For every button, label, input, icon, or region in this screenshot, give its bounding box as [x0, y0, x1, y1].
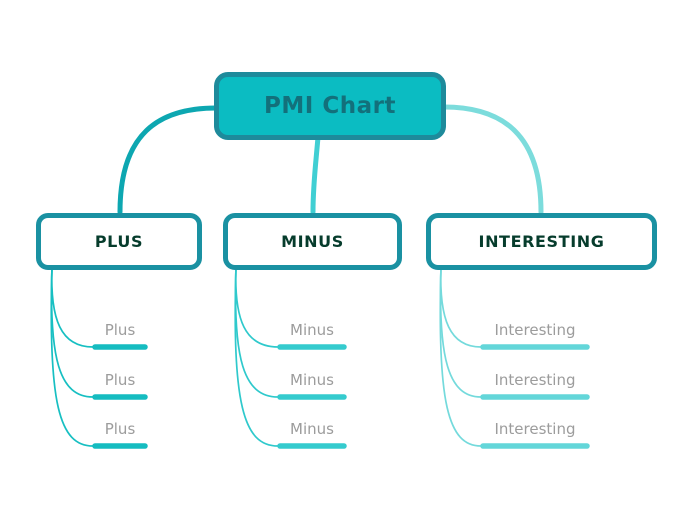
branch-minus-label: MINUS — [281, 232, 344, 251]
leaf-plus-1[interactable]: Plus — [104, 321, 136, 339]
connector-plus-leaf-3 — [50, 266, 94, 447]
connector-minus-leaf-3 — [234, 266, 279, 447]
root-node-label: PMI Chart — [264, 93, 396, 119]
leaf-interesting-2[interactable]: Interesting — [494, 371, 576, 389]
branch-plus-label: PLUS — [94, 232, 144, 251]
leaf-plus-3[interactable]: Plus — [104, 420, 136, 438]
connector-root-minus — [310, 134, 321, 215]
leaf-minus-3[interactable]: Minus — [290, 420, 334, 438]
branch-interesting-label: INTERESTING — [478, 232, 605, 251]
branch-node-minus[interactable]: MINUS — [223, 213, 402, 270]
connector-interesting-leaf-3 — [439, 266, 482, 447]
leaf-minus-1[interactable]: Minus — [290, 321, 334, 339]
branch-node-plus[interactable]: PLUS — [36, 213, 202, 270]
connector-root-interesting — [441, 104, 544, 215]
leaf-minus-2[interactable]: Minus — [290, 371, 334, 389]
leaf-interesting-3[interactable]: Interesting — [494, 420, 576, 438]
connector-root-plus — [117, 105, 219, 215]
branch-node-interesting[interactable]: INTERESTING — [426, 213, 657, 270]
leaf-interesting-1[interactable]: Interesting — [494, 321, 576, 339]
root-node[interactable]: PMI Chart — [214, 72, 446, 140]
leaf-plus-2[interactable]: Plus — [104, 371, 136, 389]
